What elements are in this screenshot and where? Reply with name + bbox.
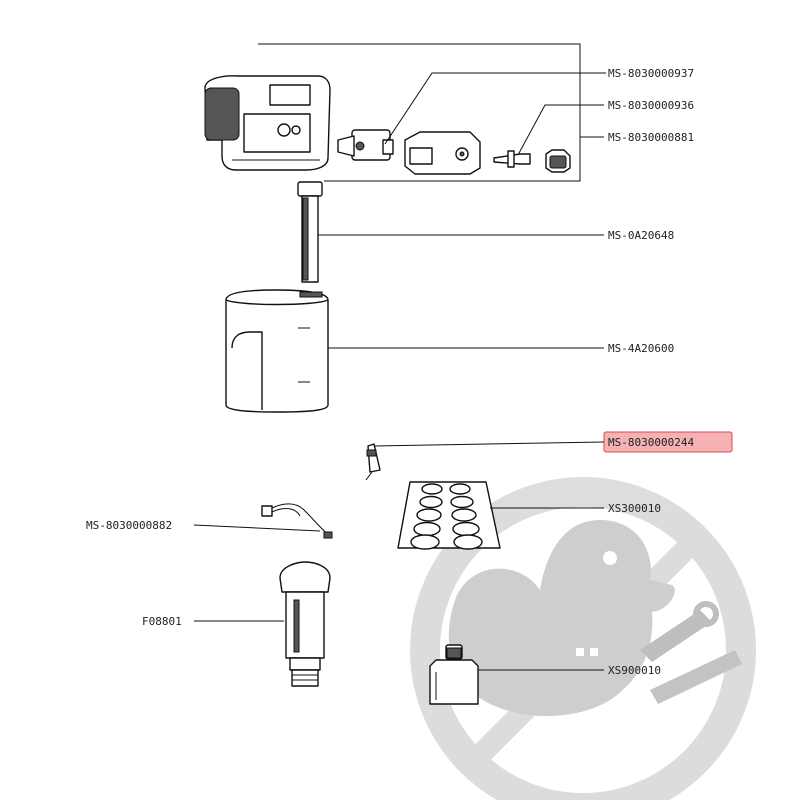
leader-p8 [193, 524, 321, 532]
part-label-p4[interactable]: MS-0A20648 [608, 229, 674, 242]
connector-part[interactable] [493, 150, 531, 168]
cable-part[interactable] [261, 503, 333, 539]
tablet-cells [410, 483, 483, 550]
duck-with-wrench-logo-icon [410, 477, 756, 805]
part-label-p9[interactable]: F08801 [142, 615, 182, 628]
part-label-p2[interactable]: MS-8030000936 [608, 99, 694, 112]
top-assembly-bracket [258, 43, 581, 182]
part-label-p8[interactable]: MS-8030000882 [86, 519, 172, 532]
part-label-p10[interactable]: XS900010 [608, 664, 661, 677]
part-label-p1[interactable]: MS-8030000937 [608, 67, 694, 80]
part-label-p6[interactable]: MS-8030000244 [608, 436, 694, 449]
tablet-tray[interactable] [397, 481, 501, 550]
leader-p6 [373, 441, 605, 447]
probe-part[interactable] [365, 443, 381, 481]
brew-head-housing[interactable] [204, 75, 331, 171]
water-filter-cartridge[interactable] [279, 561, 331, 687]
tube-part[interactable] [297, 181, 323, 283]
water-tank[interactable] [225, 289, 329, 413]
nut-part[interactable] [545, 149, 571, 173]
part-label-p5[interactable]: MS-4A20600 [608, 342, 674, 355]
piston-block[interactable] [404, 131, 481, 175]
part-label-p7[interactable]: XS300010 [608, 502, 661, 515]
valve-part[interactable] [337, 129, 394, 161]
part-label-p3[interactable]: MS-8030000881 [608, 131, 694, 144]
leader-p2 [517, 104, 604, 156]
leader-p1-diag [384, 72, 580, 145]
descaler-bottle[interactable] [429, 644, 479, 705]
